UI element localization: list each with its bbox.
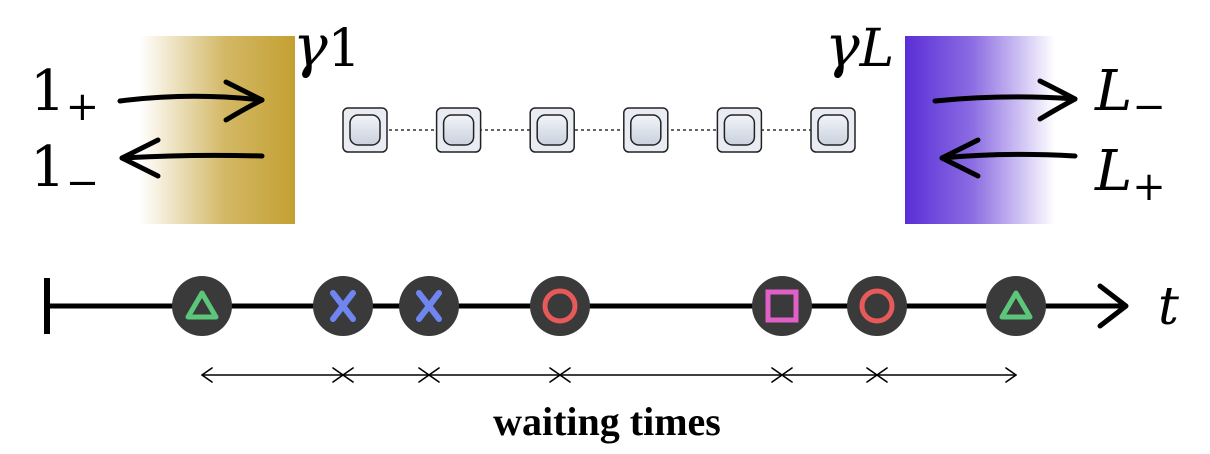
right-out-arrow bbox=[932, 78, 1078, 122]
chain-site bbox=[810, 107, 856, 153]
event-marker-bg bbox=[986, 276, 1046, 336]
rounded-square-icon bbox=[349, 114, 381, 146]
chain-site bbox=[529, 107, 575, 153]
waiting-time-arrow bbox=[342, 367, 430, 383]
square-icon bbox=[765, 289, 799, 323]
event-marker bbox=[313, 276, 373, 336]
event-marker bbox=[399, 276, 459, 336]
chain-site bbox=[435, 107, 482, 153]
rounded-square-icon bbox=[536, 114, 568, 146]
event-marker-bg bbox=[172, 276, 232, 336]
site-chain bbox=[342, 107, 856, 153]
event-marker bbox=[986, 276, 1046, 336]
event-markers bbox=[172, 276, 1046, 336]
waiting-time-arrow bbox=[201, 367, 344, 383]
circle-icon bbox=[859, 288, 895, 324]
gamma-L-label: γL bbox=[825, 12, 894, 80]
event-marker bbox=[752, 276, 812, 336]
waiting-time-arrows bbox=[201, 367, 1017, 383]
waiting-times-caption: waiting times bbox=[493, 399, 721, 444]
event-marker-bg bbox=[530, 276, 590, 336]
circle-icon bbox=[542, 288, 578, 324]
rounded-square-icon bbox=[817, 114, 849, 146]
waiting-time-arrow bbox=[876, 367, 1017, 383]
event-marker-bg bbox=[752, 276, 812, 336]
left-in-arrow bbox=[117, 79, 265, 123]
left-out-label: 1− bbox=[30, 135, 99, 206]
left-out-arrow bbox=[119, 137, 265, 179]
right-in-label: L+ bbox=[1094, 139, 1166, 210]
cross-icon bbox=[416, 290, 442, 322]
left-bath bbox=[140, 36, 295, 224]
waiting-time-arrow bbox=[428, 367, 561, 383]
triangle-icon bbox=[185, 290, 219, 320]
waiting-time-arrow bbox=[559, 367, 783, 383]
timeline-arrowhead-icon bbox=[1097, 283, 1129, 329]
left-in-label: 1+ bbox=[30, 59, 99, 130]
chain-site bbox=[623, 107, 669, 153]
rounded-square-icon bbox=[442, 114, 475, 146]
rounded-square-icon bbox=[630, 114, 662, 146]
triangle-icon bbox=[999, 290, 1033, 320]
chain-site bbox=[342, 107, 388, 153]
time-axis-label: t bbox=[1158, 277, 1179, 337]
event-marker bbox=[172, 276, 232, 336]
event-marker-bg bbox=[847, 276, 907, 336]
rounded-square-icon bbox=[723, 114, 756, 146]
event-marker bbox=[847, 276, 907, 336]
event-marker bbox=[530, 276, 590, 336]
waiting-time-arrow bbox=[781, 367, 878, 383]
right-bath bbox=[905, 36, 1055, 224]
right-out-label: L− bbox=[1094, 59, 1166, 130]
right-in-arrow bbox=[939, 137, 1078, 179]
chain-site bbox=[716, 107, 763, 153]
gamma-1-label: γ1 bbox=[293, 12, 361, 80]
cross-icon bbox=[330, 290, 356, 322]
